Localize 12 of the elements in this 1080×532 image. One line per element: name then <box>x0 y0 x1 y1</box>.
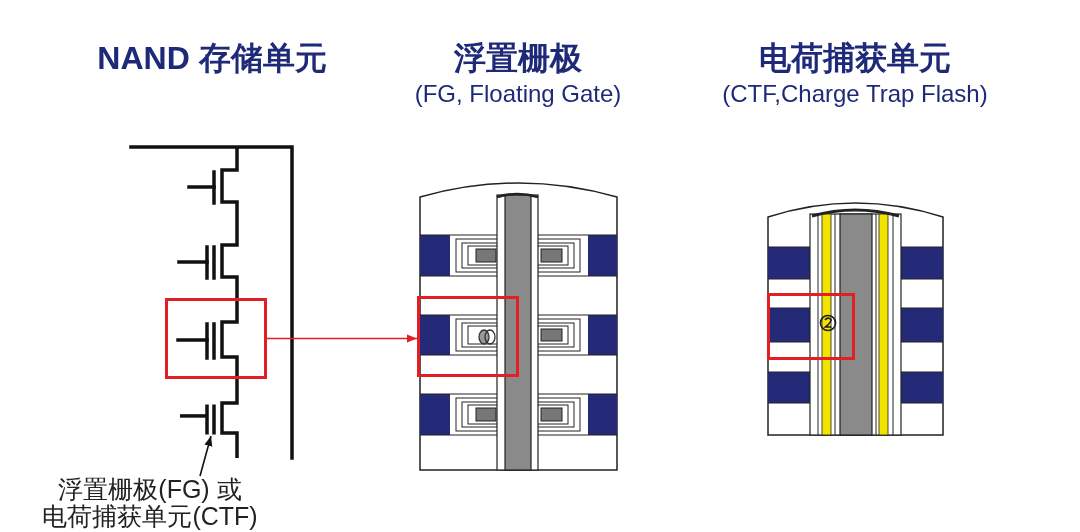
column-subheading: (FG, Floating Gate) <box>414 80 622 108</box>
highlight-frame <box>767 293 855 360</box>
column-subheading: (CTF,Charge Trap Flash) <box>722 80 988 108</box>
leader-arrow <box>199 435 213 477</box>
highlight-frame <box>417 296 519 377</box>
transistor-symbol <box>178 402 216 436</box>
annotation-text: 浮置栅极(FG) 或电荷捕获单元(CTF) <box>42 476 258 530</box>
column-heading: 浮置栅极 <box>454 40 582 77</box>
column-heading: 电荷捕获单元 <box>759 40 951 77</box>
arrow <box>266 334 418 343</box>
column-heading: NAND 存储单元 <box>97 40 327 77</box>
highlight-frame <box>165 298 267 379</box>
